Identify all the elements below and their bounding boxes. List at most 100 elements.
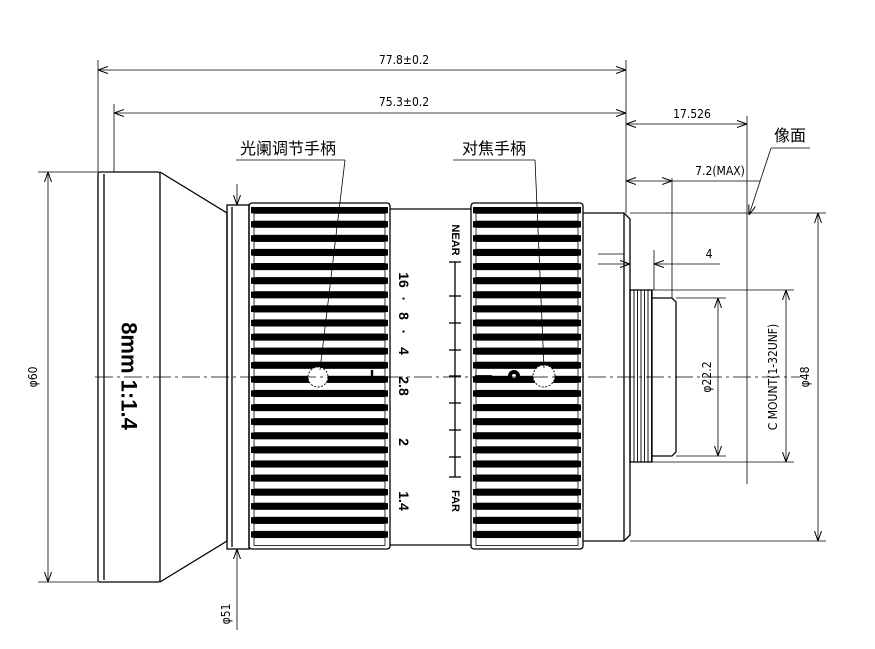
knurl-groove [253, 438, 386, 448]
focus-ring-knurling [473, 207, 581, 546]
knurl-groove [475, 353, 579, 363]
knurl-groove [253, 509, 386, 518]
knurl-rib [473, 291, 581, 298]
aperture-ring[interactable] [248, 202, 391, 550]
knurl-groove [475, 424, 579, 434]
knurl-groove [253, 494, 386, 504]
knurl-groove [475, 339, 579, 349]
knurl-rib [473, 432, 581, 439]
knurl-groove [475, 537, 579, 546]
front-diameter-dim: φ60 [26, 366, 40, 387]
knurl-groove [475, 410, 579, 419]
knurl-rib [473, 333, 581, 341]
knurl-rib [473, 517, 581, 524]
knurl-groove [475, 297, 579, 307]
aperture-value: 8 [396, 312, 412, 320]
knurl-rib [473, 503, 581, 510]
knurl-rib [251, 404, 388, 411]
aperture-ring-knurling [251, 207, 388, 546]
knurl-rib [473, 348, 581, 355]
knurl-groove [475, 311, 579, 321]
knurl-rib [473, 319, 581, 327]
knurl-rib [473, 489, 581, 496]
knurl-rib [251, 305, 388, 313]
knurl-rib [251, 503, 388, 510]
knurl-groove [253, 410, 386, 419]
body-length-dim: 75.3±0.2 [379, 95, 429, 109]
knurl-rib [251, 418, 388, 425]
knurl-groove [253, 311, 386, 321]
knurl-groove [475, 452, 579, 462]
knurl-groove [253, 523, 386, 532]
lens-model-marking: 8mm 1:1.4 [117, 322, 142, 430]
knurl-groove [253, 537, 386, 546]
knurl-rib [473, 404, 581, 411]
dimension-lines [38, 60, 826, 630]
aperture-dot: · [396, 330, 412, 335]
knurl-rib [251, 207, 388, 214]
knurl-groove [253, 466, 386, 476]
knurl-rib [473, 446, 581, 454]
focus-ring-label: 对焦手柄 [462, 139, 526, 158]
focus-knob[interactable] [532, 364, 556, 388]
knurl-groove [253, 212, 386, 222]
knurl-rib [251, 460, 388, 468]
knurl-groove [475, 494, 579, 504]
knurl-groove [475, 241, 579, 250]
knurl-rib [251, 277, 388, 284]
knurl-rib [473, 390, 581, 397]
knurl-rib [251, 362, 388, 369]
knurl-rib [473, 531, 581, 538]
knurl-rib [473, 376, 581, 383]
knurl-rib [473, 207, 581, 214]
knurl-rib [473, 221, 581, 228]
knurl-groove [475, 269, 579, 278]
knurl-groove [475, 325, 579, 335]
knurl-rib [473, 263, 581, 270]
knurl-rib [251, 235, 388, 242]
knurl-groove [253, 396, 386, 405]
knurl-rib [473, 277, 581, 284]
knurl-groove [253, 269, 386, 278]
aperture-dot: · [396, 297, 412, 302]
focus-lock-screw [508, 370, 520, 382]
knurl-groove [253, 452, 386, 462]
flange-back-dim: 17.526 [673, 107, 711, 121]
mount-inner-diameter-dim: φ22.2 [700, 361, 714, 392]
knurl-rib [473, 362, 581, 369]
rear-diameter-dim: φ48 [798, 366, 812, 387]
knurl-rib [473, 305, 581, 313]
knurl-rib [251, 390, 388, 397]
knurl-groove [253, 255, 386, 264]
focus-ring[interactable] [470, 202, 584, 550]
knurl-rib [251, 291, 388, 298]
knurl-rib [251, 319, 388, 327]
aperture-ring-label: 光阑调节手柄 [240, 139, 336, 158]
aperture-value: 1.4 [396, 491, 412, 511]
knurl-groove [475, 509, 579, 518]
knurl-rib [473, 418, 581, 425]
near-label: NEAR [449, 224, 461, 255]
aperture-value: 2 [396, 438, 412, 446]
thread-lines [633, 290, 652, 462]
knurl-rib [251, 474, 388, 482]
knurl-groove [253, 325, 386, 335]
knurl-rib [251, 432, 388, 439]
knurl-groove [253, 353, 386, 363]
knurl-groove [253, 424, 386, 434]
knurl-groove [475, 466, 579, 476]
knurl-groove [475, 438, 579, 448]
knurl-rib [251, 531, 388, 538]
image-plane-label: 像面 [774, 126, 806, 145]
knurl-groove [253, 227, 386, 236]
knurl-groove [475, 212, 579, 222]
knurl-groove [475, 523, 579, 532]
knurl-groove [253, 283, 386, 293]
knurl-rib [251, 263, 388, 270]
thread-depth-dim: 4 [706, 247, 713, 261]
knurl-groove [475, 382, 579, 391]
knurl-groove [475, 283, 579, 293]
mount-thread-dim: C MOUNT(1-32UNF) [766, 324, 780, 430]
aperture-value: 16 [396, 272, 412, 288]
knurl-rib [473, 249, 581, 256]
